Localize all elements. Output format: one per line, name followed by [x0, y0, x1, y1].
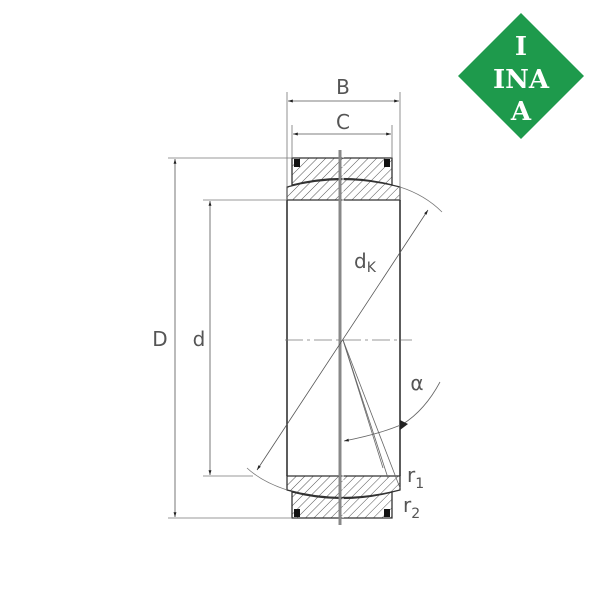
label-d: d [193, 327, 206, 351]
logo-diamond [458, 13, 584, 139]
logo-letter-a: A [510, 97, 532, 127]
dim-D: D [152, 157, 292, 519]
dim-B: B [286, 75, 401, 200]
label-C: C [336, 110, 350, 134]
logo-letter-i: I [515, 32, 527, 62]
seal-bottom-right [384, 509, 390, 517]
label-B: B [336, 75, 350, 99]
sphere-arc-top [399, 186, 443, 213]
logo-text-ina: INA [493, 65, 550, 95]
ina-logo: I INA A [458, 13, 584, 139]
label-r1: r1 [407, 463, 424, 492]
dim-d: d [193, 199, 287, 477]
dim-dK: dK [246, 186, 443, 491]
outer-ring [291, 157, 393, 519]
dim-C: C [291, 110, 393, 158]
sphere-arc-bottom [246, 467, 288, 491]
seal-top-left [294, 159, 300, 167]
dim-alpha: α [342, 339, 441, 489]
label-alpha: α [410, 371, 423, 395]
seal-bottom-left [294, 509, 300, 517]
seal-top-right [384, 159, 390, 167]
label-r2: r2 [403, 493, 420, 522]
label-D: D [152, 327, 167, 351]
label-dK: dK [354, 249, 377, 276]
